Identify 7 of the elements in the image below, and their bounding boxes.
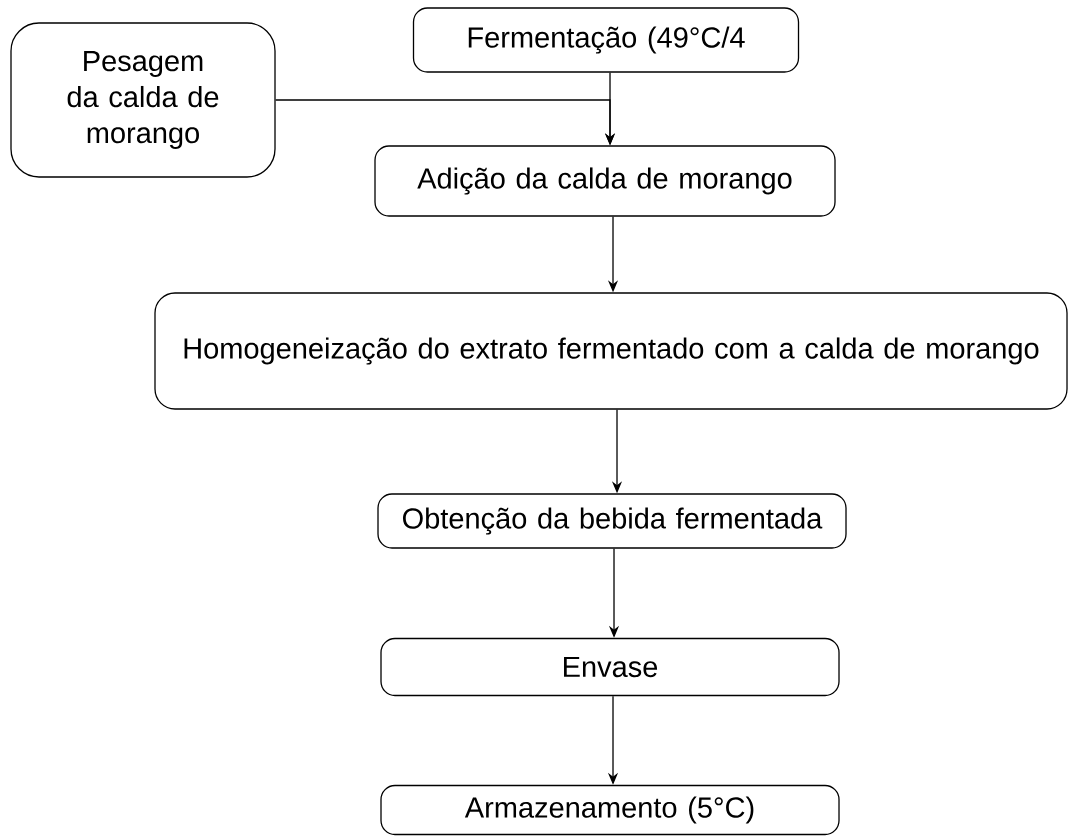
process-box: Adição da calda de morango [374,145,836,217]
process-box: Pesagem da calda de morango [10,22,276,178]
process-box: Fermentação (49°C/4 [412,7,800,73]
process-box: Armazenamento (5°C) [380,784,840,836]
process-box: Obtenção da bebida fermentada [377,493,847,549]
process-box: Envase [380,637,840,697]
process-box: Homogeneização do extrato fermentado com a calda de morango [154,292,1068,410]
